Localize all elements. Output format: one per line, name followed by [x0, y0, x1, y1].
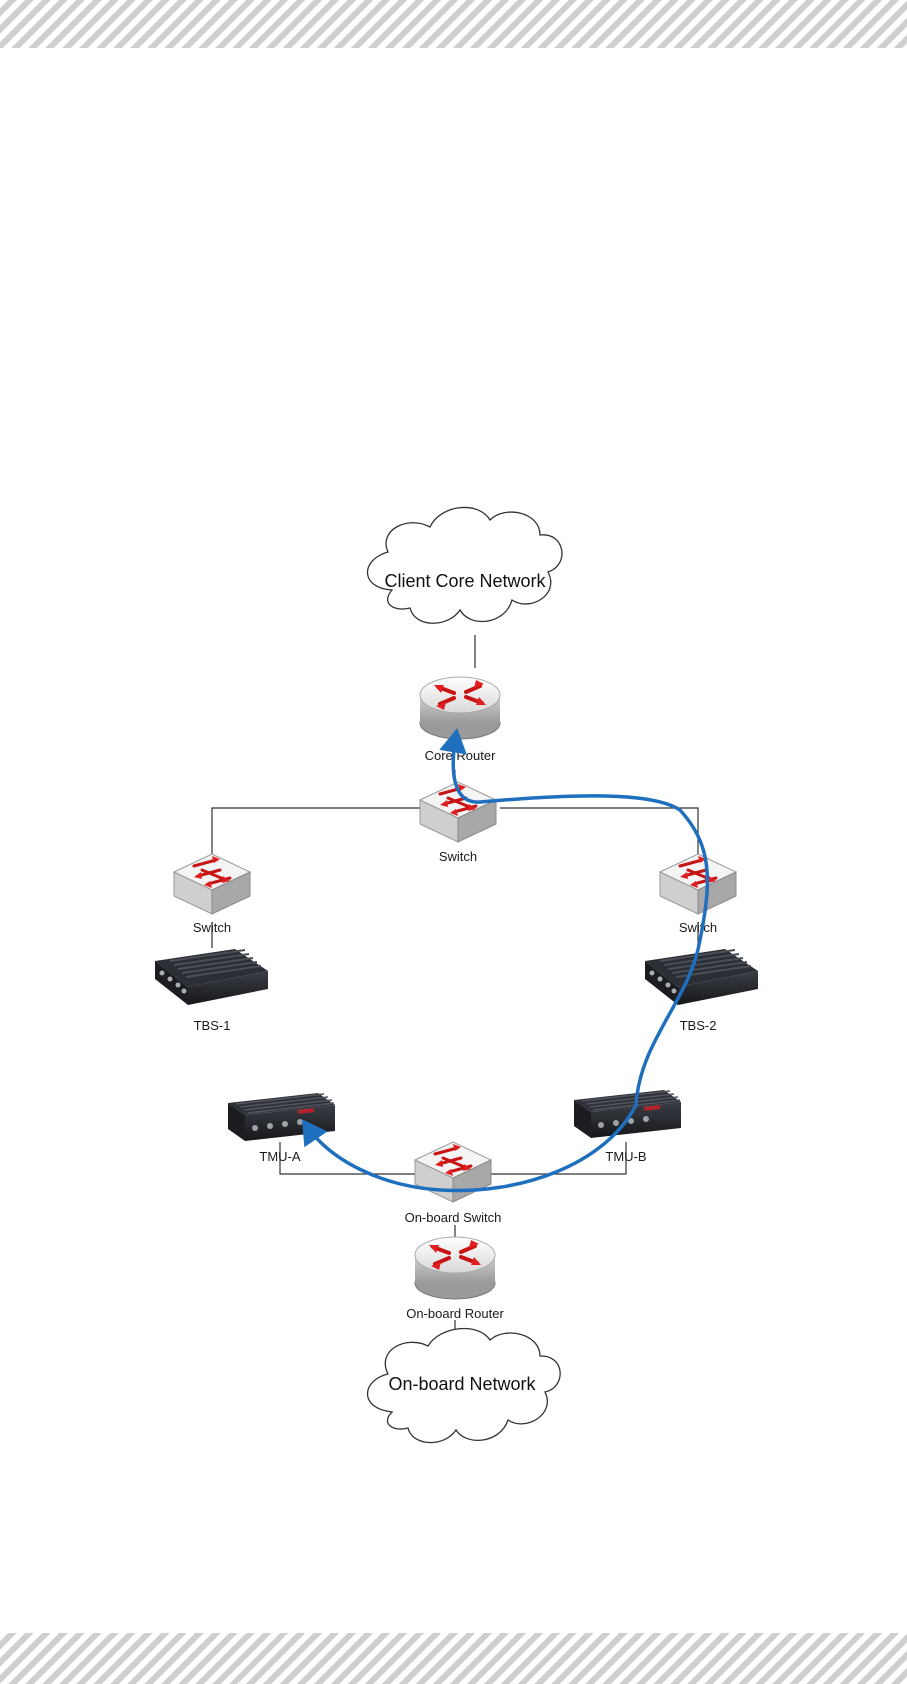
- flow-to-core-router: [453, 735, 707, 1105]
- onboard-switch-label: On-board Switch: [405, 1210, 502, 1225]
- switch-icon: [660, 854, 736, 914]
- base-station-icon: [645, 949, 758, 1005]
- right-switch: Switch: [660, 854, 736, 935]
- core-router-label: Core Router: [425, 748, 496, 763]
- left-switch-label: Switch: [193, 920, 231, 935]
- base-station-icon: [155, 949, 268, 1005]
- center-switch: Switch: [420, 782, 496, 864]
- tbs-1-label: TBS-1: [194, 1018, 231, 1033]
- switch-icon: [174, 854, 250, 914]
- right-switch-label: Switch: [679, 920, 717, 935]
- switch-icon: [415, 1142, 491, 1202]
- left-switch: Switch: [174, 854, 250, 935]
- tbs-2-device: TBS-2: [645, 949, 758, 1033]
- client-core-network-cloud: Client Core Network: [367, 507, 561, 623]
- center-switch-label: Switch: [439, 849, 477, 864]
- core-router: Core Router: [420, 677, 500, 763]
- onboard-network-cloud: On-board Network: [368, 1329, 561, 1443]
- tmu-a-label: TMU-A: [259, 1149, 300, 1164]
- onboard-router-label: On-board Router: [406, 1306, 504, 1321]
- mobile-unit-icon: [574, 1090, 681, 1138]
- link-switch-left: [212, 808, 420, 860]
- router-icon: [415, 1237, 495, 1299]
- router-icon: [420, 677, 500, 739]
- tbs-1-device: TBS-1: [155, 949, 268, 1033]
- onboard-switch: On-board Switch: [405, 1142, 502, 1225]
- mobile-unit-icon: [228, 1093, 335, 1141]
- tmu-a-device: TMU-A: [228, 1093, 335, 1164]
- tbs-2-label: TBS-2: [680, 1018, 717, 1033]
- link-switch-right: [500, 808, 698, 860]
- cloud-icon: [367, 507, 561, 623]
- onboard-network-label: On-board Network: [388, 1374, 536, 1394]
- client-core-network-label: Client Core Network: [384, 571, 546, 591]
- onboard-router: On-board Router: [406, 1237, 504, 1321]
- tmu-b-label: TMU-B: [605, 1149, 646, 1164]
